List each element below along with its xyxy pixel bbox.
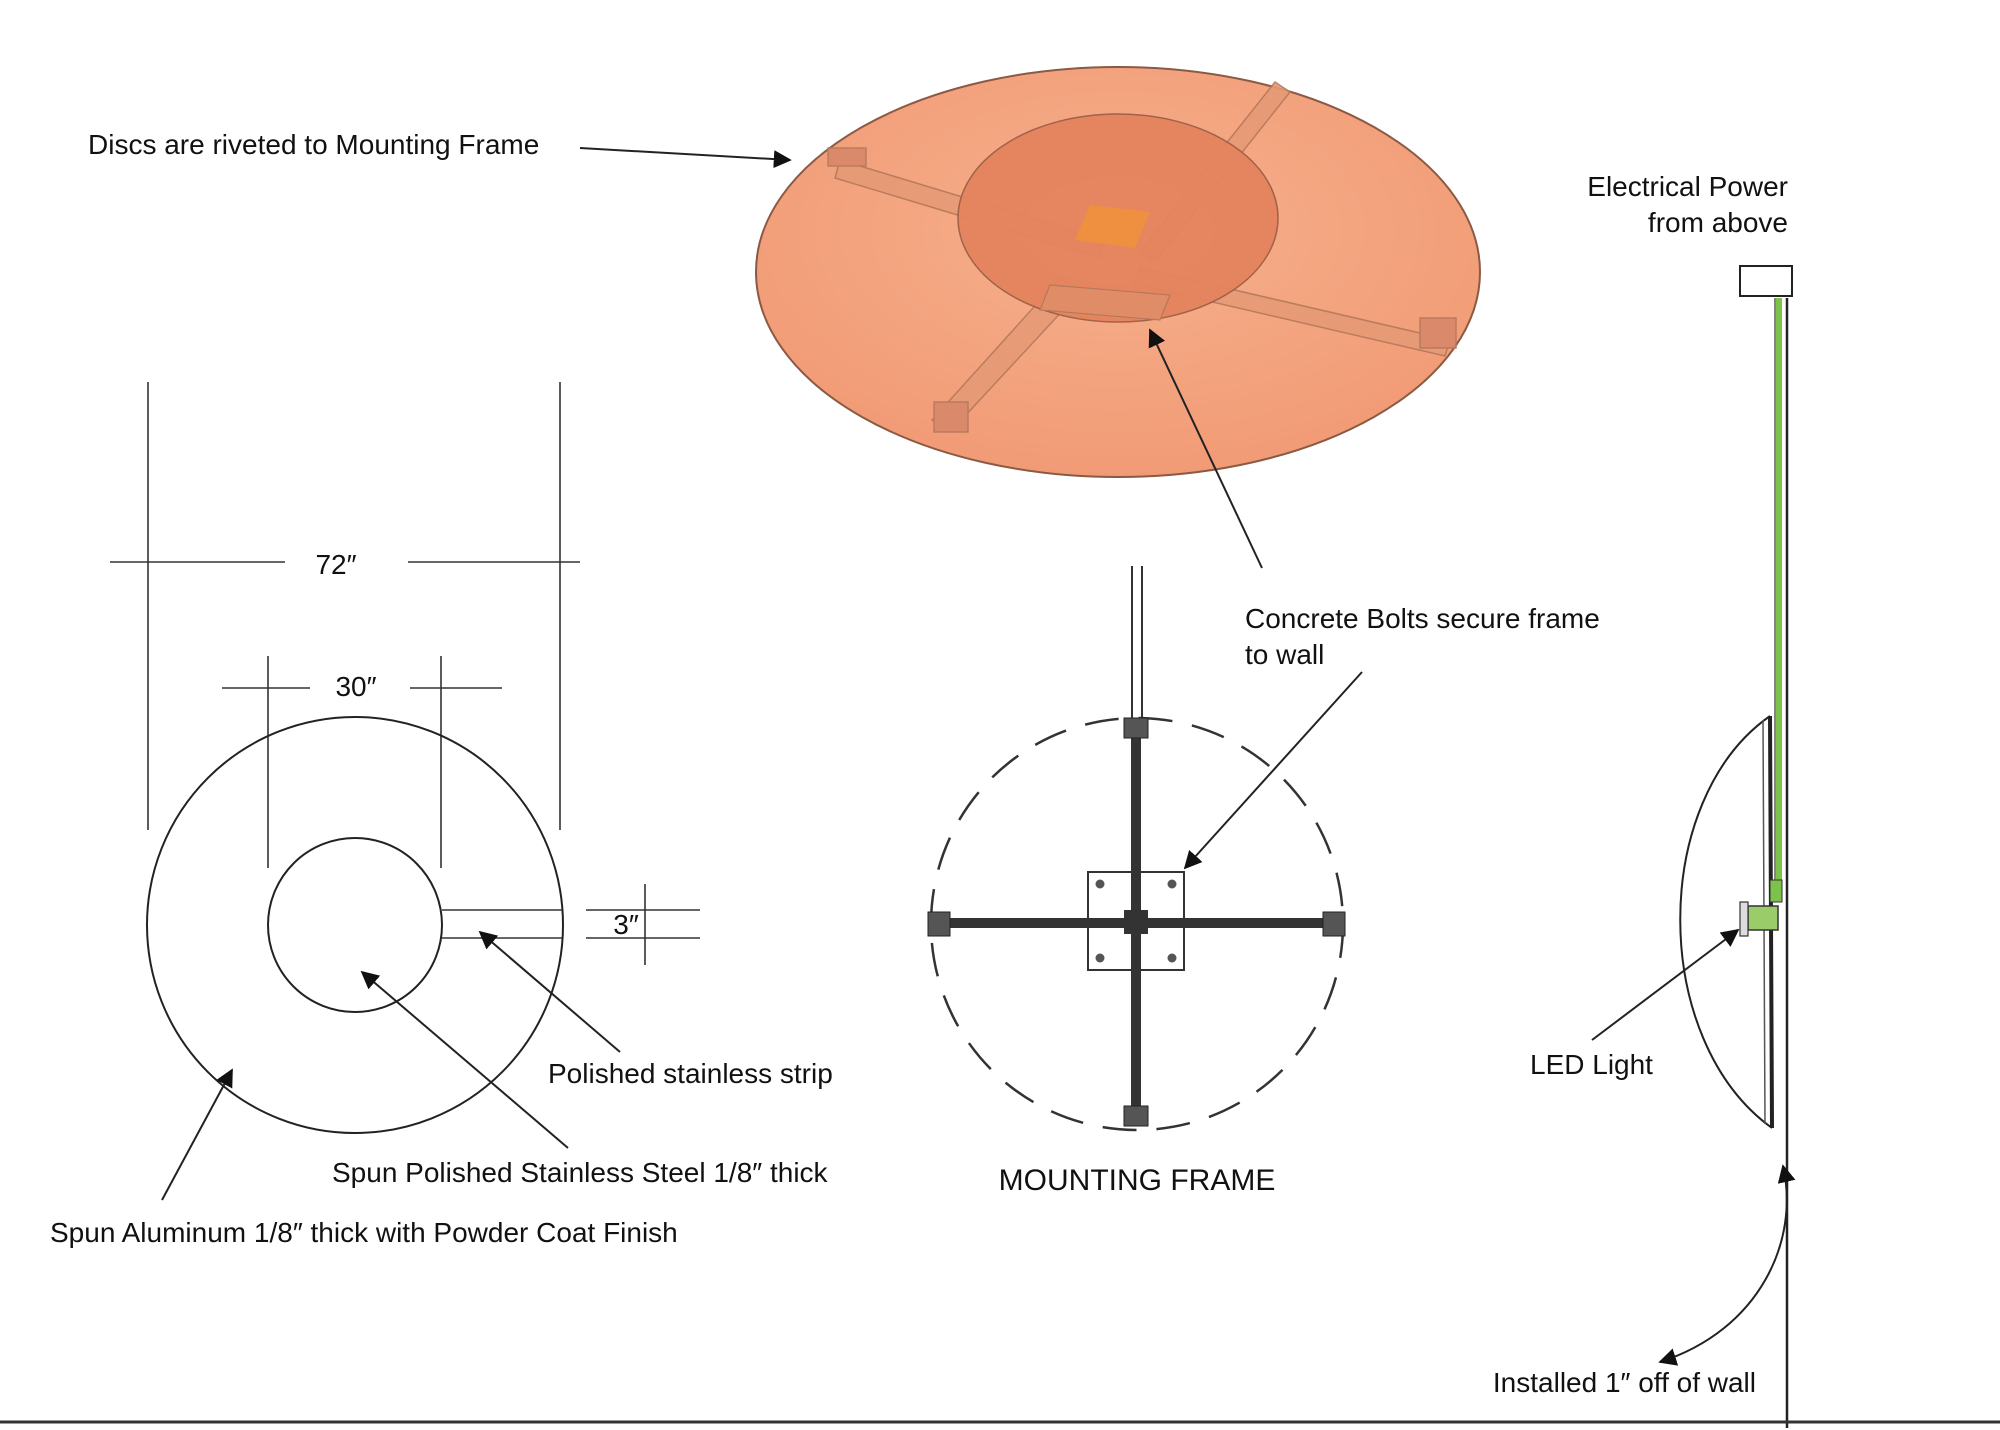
label-installed-off-wall: Installed 1″ off of wall	[1493, 1367, 1756, 1398]
arrow-spun-steel	[360, 970, 569, 1149]
disc-profile-curve	[1679, 715, 1773, 1129]
arrow-spun-aluminum	[161, 1068, 233, 1201]
bracket-right	[1322, 911, 1346, 937]
disc-perspective-view	[755, 66, 1481, 478]
label-spun-aluminum: Spun Aluminum 1/8″ thick with Powder Coa…	[50, 1217, 678, 1248]
label-concrete-bolts-line1: Concrete Bolts secure frame	[1245, 603, 1600, 634]
dimension-3: 3″	[613, 909, 639, 940]
outer-circle	[146, 716, 564, 1134]
label-electrical-power-line1: Electrical Power	[1587, 171, 1788, 202]
dimension-30: 30″	[335, 671, 376, 702]
bottom-bracket	[1039, 284, 1171, 321]
arrow-concrete-bolts-to-disc	[1148, 328, 1263, 569]
arrow-led-light	[1591, 928, 1740, 1041]
junction-box	[1739, 265, 1793, 297]
mounting-frame-view	[927, 566, 1346, 1132]
arrow-discs-riveted	[579, 147, 792, 169]
label-concrete-bolts-line2: to wall	[1245, 639, 1324, 670]
bracket-left	[927, 911, 951, 937]
bracket-top	[1123, 717, 1149, 739]
label-led-light: LED Light	[1530, 1049, 1653, 1080]
led-light-fixture	[1747, 905, 1779, 931]
label-spun-steel: Spun Polished Stainless Steel 1/8″ thick	[332, 1157, 829, 1188]
inner-circle	[267, 837, 443, 1013]
label-discs-riveted: Discs are riveted to Mounting Frame	[88, 129, 539, 160]
arrow-polished-strip	[478, 930, 621, 1053]
label-polished-strip: Polished stainless strip	[548, 1058, 833, 1089]
arrow-installed-off-wall	[1658, 1164, 1796, 1366]
arrow-concrete-bolts-to-frame	[1183, 671, 1363, 870]
label-mounting-frame: MOUNTING FRAME	[999, 1164, 1276, 1197]
center-plate	[1075, 205, 1150, 248]
side-elevation-view: Electrical Power from above	[1587, 171, 1793, 1428]
plan-view: 72″ 30″ 3″	[110, 382, 700, 1134]
dimension-72: 72″	[315, 549, 356, 580]
bracket-bottom	[1123, 1105, 1149, 1127]
label-electrical-power-line2: from above	[1648, 207, 1788, 238]
frame-center-plate	[1087, 871, 1185, 971]
